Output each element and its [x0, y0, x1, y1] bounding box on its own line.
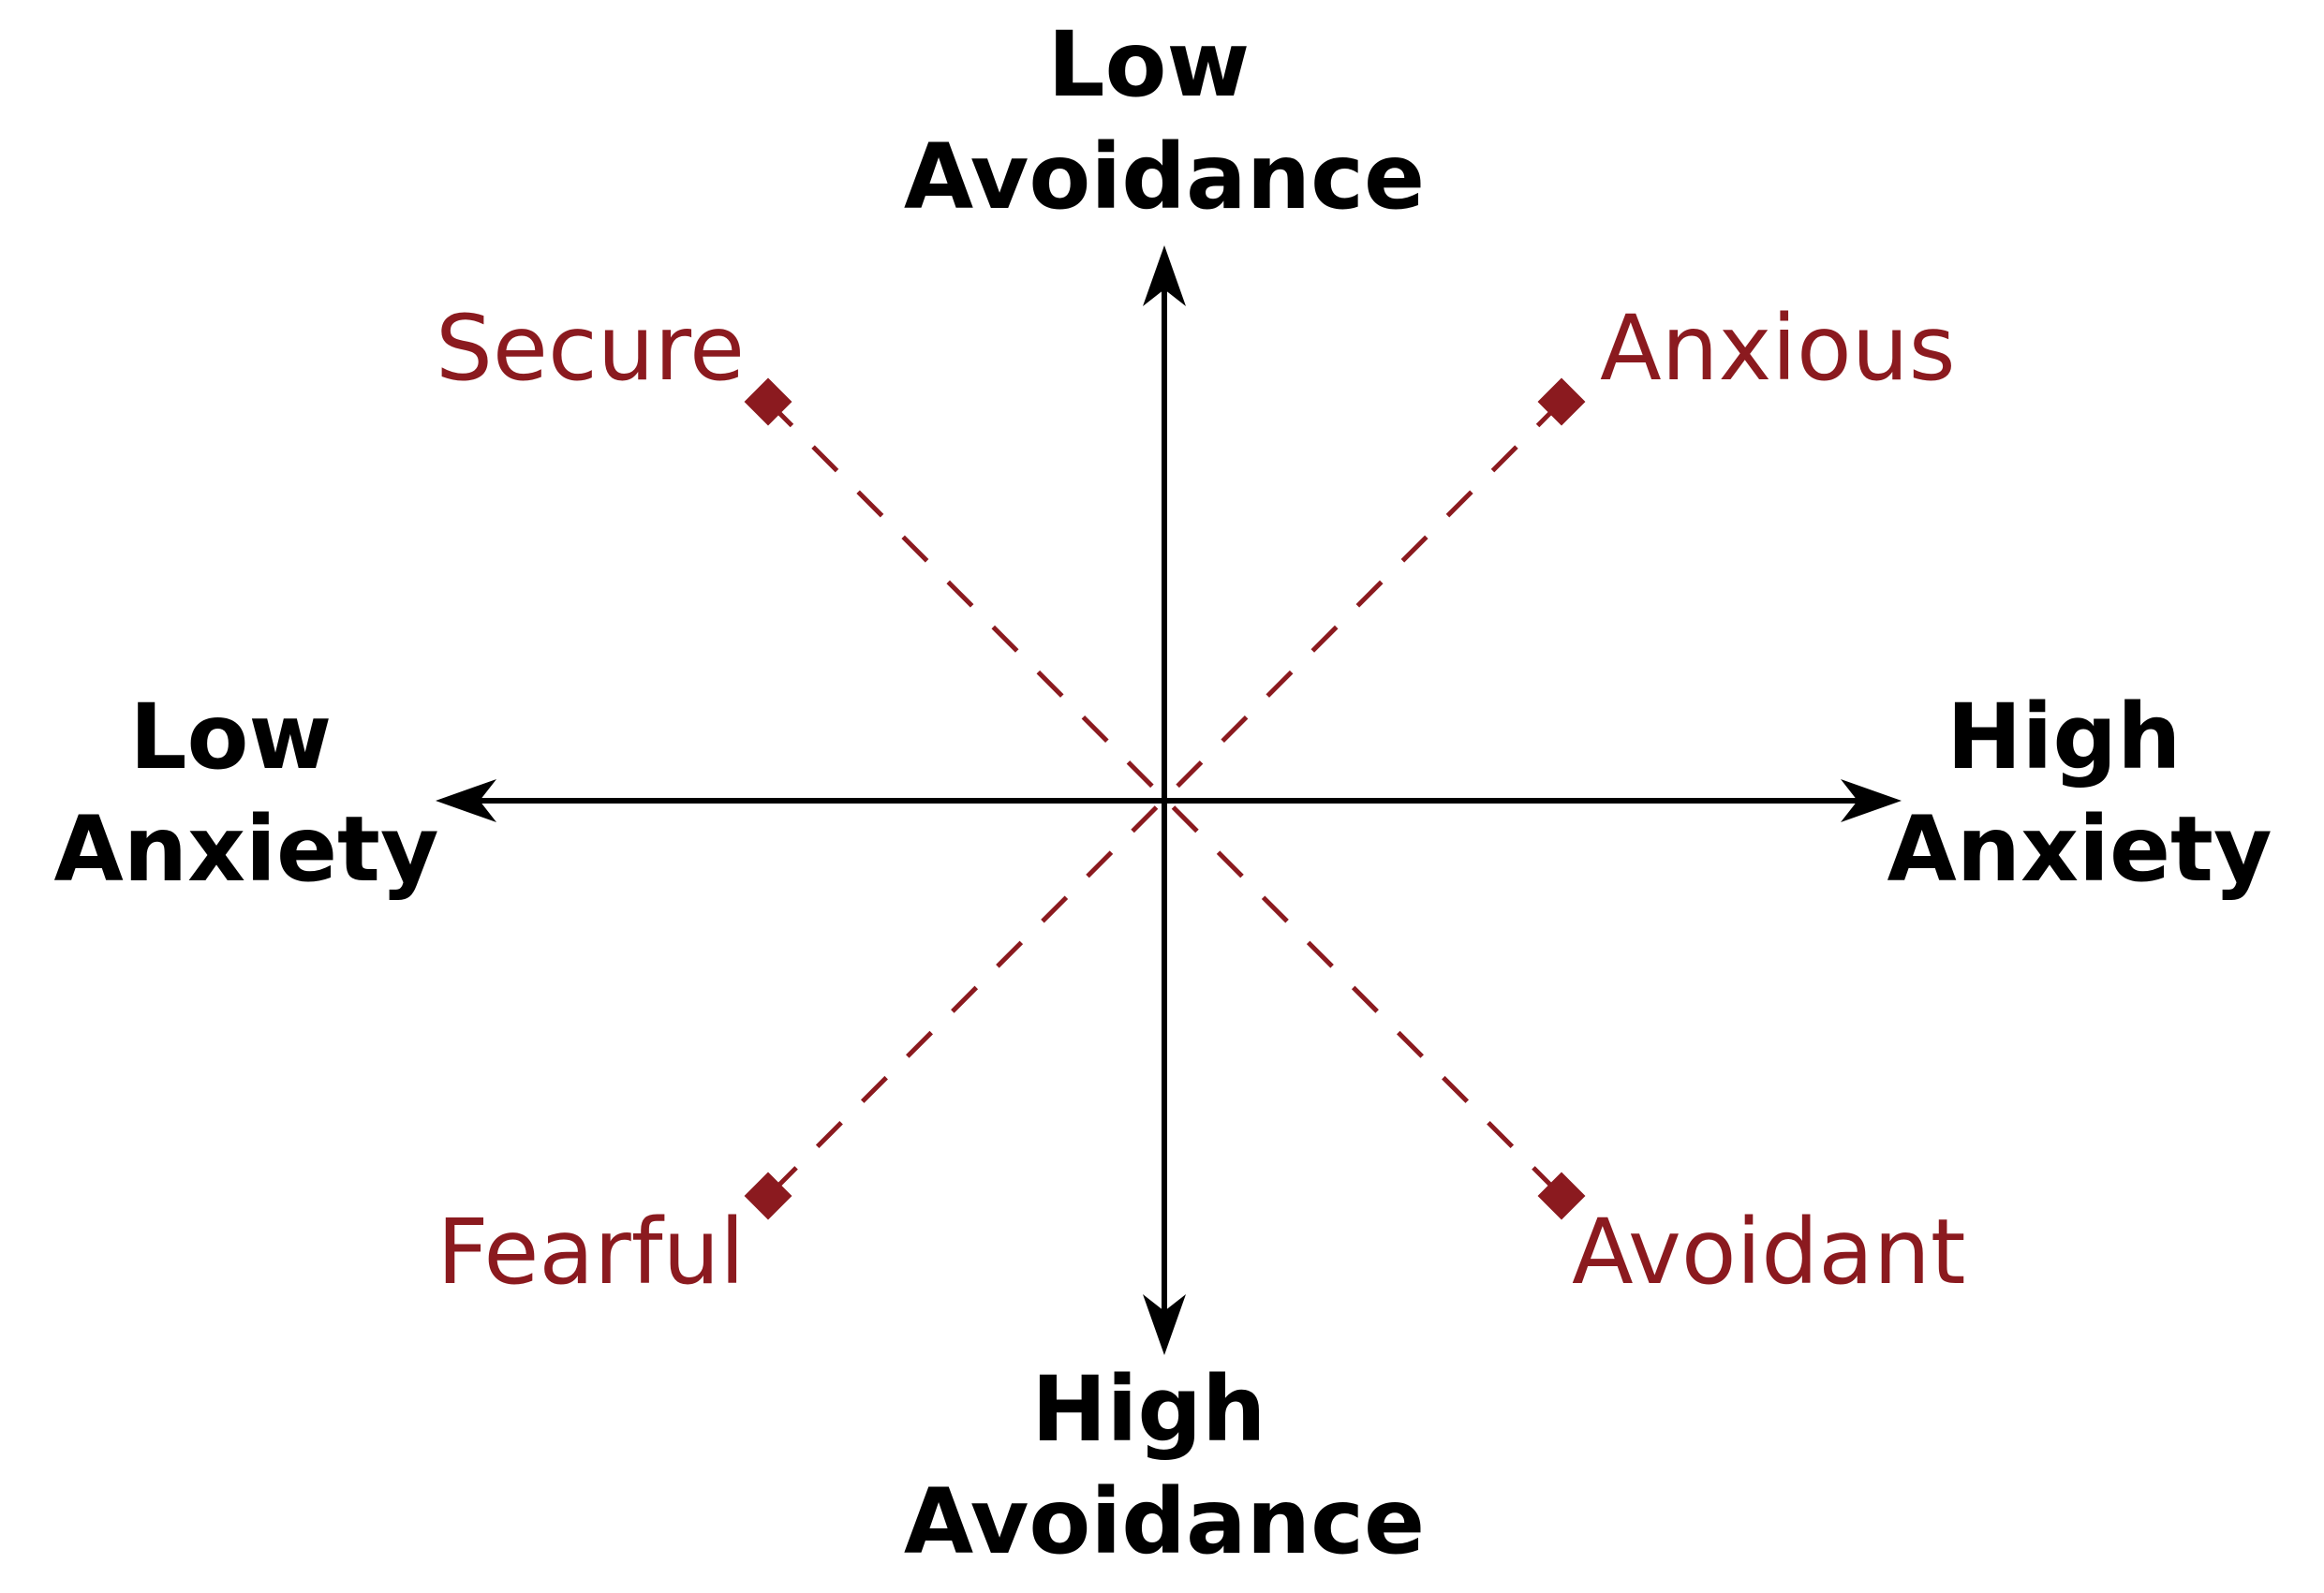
bottom-axis-label: High Avoidance: [904, 1357, 1425, 1574]
axes: [436, 245, 1902, 1355]
top-axis-label-line1: Low: [1047, 12, 1250, 117]
right-axis-label: High Anxiety: [1887, 685, 2272, 902]
left-axis-label-line2: Anxiety: [53, 797, 438, 902]
top-axis-label-line2: Avoidance: [904, 125, 1425, 229]
diamond-markers: [744, 377, 1586, 1220]
anxious-label: Anxious: [1600, 296, 1956, 401]
left-axis-label-line1: Low: [129, 685, 332, 789]
anxious-marker: [1537, 377, 1586, 426]
left-axis-label: Low Anxiety: [53, 685, 438, 902]
avoidant-marker: [1537, 1172, 1586, 1220]
bottom-axis-label-line2: Avoidance: [904, 1469, 1425, 1574]
fearful-label: Fearful: [437, 1200, 745, 1305]
fearful-marker: [744, 1172, 792, 1220]
top-axis-label: Low Avoidance: [904, 12, 1425, 229]
bottom-axis-label-line1: High: [1031, 1357, 1266, 1462]
right-axis-label-line2: Anxiety: [1887, 797, 2272, 902]
secure-marker: [744, 377, 792, 426]
arrow-left-icon: [436, 779, 496, 822]
arrow-right-icon: [1841, 779, 1902, 822]
arrow-up-icon: [1143, 245, 1186, 306]
right-axis-label-line1: High: [1947, 685, 2181, 789]
arrow-down-icon: [1143, 1294, 1186, 1355]
avoidant-label: Avoidant: [1572, 1200, 1966, 1305]
secure-label: Secure: [436, 296, 745, 401]
